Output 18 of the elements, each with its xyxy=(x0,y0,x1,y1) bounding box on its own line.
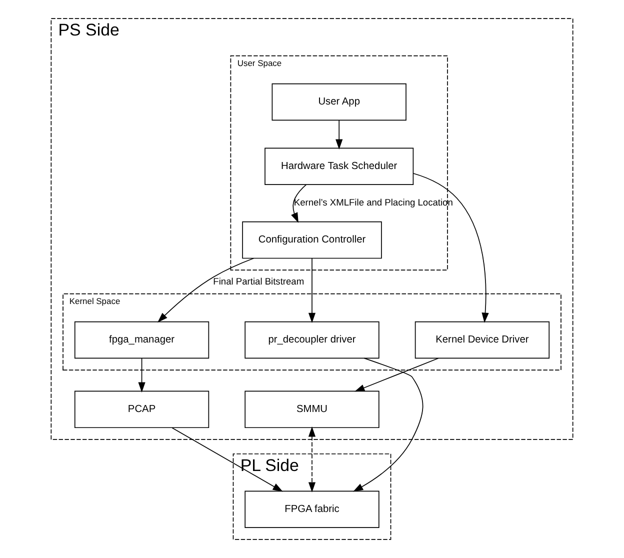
node-box: User App xyxy=(272,83,406,121)
node-box: Configuration Controller xyxy=(242,221,382,259)
arrow xyxy=(138,358,146,392)
node-box: PCAP xyxy=(74,390,210,428)
arrow xyxy=(158,258,254,322)
edge-label: Kernel’s XMLFile and Placing Location xyxy=(294,198,453,208)
arrow xyxy=(291,184,307,223)
node-box: Hardware Task Scheduler xyxy=(264,148,414,185)
edge-label: Final Partial Bitstream xyxy=(213,276,304,286)
node-box: FPGA fabric xyxy=(244,490,380,528)
arrow xyxy=(308,426,316,492)
node-box: pr_decoupler driver xyxy=(244,321,380,359)
arrow xyxy=(412,172,489,323)
node-box: Kernel Device Driver xyxy=(414,321,550,359)
node-box: fpga_manager xyxy=(74,321,210,359)
arrow xyxy=(308,258,316,323)
arrow xyxy=(336,120,343,150)
node-box: SMMU xyxy=(244,390,380,428)
